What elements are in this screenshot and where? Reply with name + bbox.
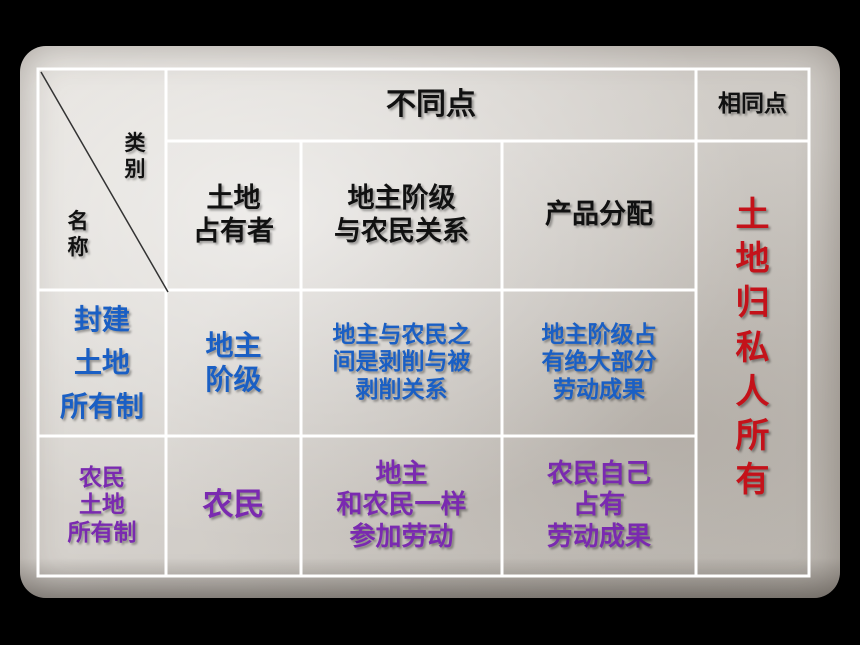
row1-name-line: 封建 <box>73 302 130 336</box>
corner-category-label: 类别 <box>123 130 147 183</box>
corner-name-label: 名称 <box>66 208 90 261</box>
corner-char: 称 <box>67 235 89 260</box>
row1-relationship: 地主与农民之 间是剥削与被 剥削关系 <box>301 290 502 436</box>
row1-relationship-line: 间是剥削与被 <box>332 349 471 376</box>
col-header-land-owner-line: 占有者 <box>193 215 274 247</box>
row1-distribution: 地主阶级占 有绝大部分 劳动成果 <box>502 290 696 436</box>
row1-name: 封建 土地 所有制 <box>38 290 166 436</box>
row2-distribution-line: 农民自己 <box>546 459 651 490</box>
slide-background <box>20 46 840 598</box>
header-same-point-label: 相同点 <box>718 91 787 118</box>
row1-distribution-line: 有绝大部分 <box>541 349 657 376</box>
col-header-land-owner: 土地 占有者 <box>166 141 301 290</box>
row1-relationship-line: 地主与农民之 <box>332 321 471 348</box>
header-different-points: 不同点 <box>166 69 696 141</box>
row2-distribution-line: 占有 <box>572 490 625 521</box>
same-point-char: 私 <box>735 327 770 368</box>
row1-name-line: 土地 <box>73 346 130 380</box>
row2-relationship-line: 参加劳动 <box>349 521 454 552</box>
header-different-points-label: 不同点 <box>386 87 476 122</box>
header-same-point: 相同点 <box>696 69 809 141</box>
same-point-content: 土 地 归 私 人 所 有 <box>696 141 809 576</box>
slide-bottom-shade <box>20 558 840 598</box>
row1-name-line: 所有制 <box>59 389 144 423</box>
col-header-relationship-line: 地主阶级 <box>347 183 456 215</box>
same-point-char: 土 <box>735 195 770 235</box>
row1-relationship-line: 剥削关系 <box>355 376 448 403</box>
corner-char: 名 <box>67 209 89 233</box>
corner-char: 别 <box>124 157 146 182</box>
row2-relationship: 地主 和农民一样 参加劳动 <box>301 436 502 576</box>
table-border <box>36 67 811 578</box>
row1-land-owner: 地主 阶级 <box>166 290 301 436</box>
row1-land-owner-line: 地主 <box>205 329 262 363</box>
row1-distribution-line: 劳动成果 <box>553 376 645 403</box>
row2-relationship-line: 和农民一样 <box>336 490 467 521</box>
row2-distribution: 农民自己 占有 劳动成果 <box>502 436 696 576</box>
same-point-char: 所 <box>735 415 770 456</box>
col-header-distribution-label: 产品分配 <box>545 199 653 231</box>
corner-diagonal <box>40 71 169 293</box>
col-header-relationship-line: 与农民关系 <box>334 215 469 247</box>
same-point-char: 归 <box>735 283 770 324</box>
col-header-relationship: 地主阶级 与农民关系 <box>301 141 502 290</box>
row2-name-line: 所有制 <box>67 519 137 546</box>
col-header-distribution: 产品分配 <box>502 141 696 290</box>
row2-land-owner-line: 农民 <box>202 487 265 524</box>
row2-name-line: 农民 <box>79 464 125 491</box>
row2-distribution-line: 劳动成果 <box>546 521 651 552</box>
same-point-char: 人 <box>735 371 770 412</box>
row2-relationship-line: 地主 <box>375 459 428 490</box>
row2-name: 农民 土地 所有制 <box>38 436 166 576</box>
row2-name-line: 土地 <box>79 492 125 519</box>
same-point-char: 地 <box>735 239 770 280</box>
corner-char: 类 <box>124 131 146 155</box>
same-point-char: 有 <box>735 460 770 501</box>
col-header-land-owner-line: 土地 <box>206 183 261 215</box>
row2-land-owner: 农民 <box>166 436 301 576</box>
row1-distribution-line: 地主阶级占 <box>541 321 657 348</box>
row1-land-owner-line: 阶级 <box>205 363 262 396</box>
